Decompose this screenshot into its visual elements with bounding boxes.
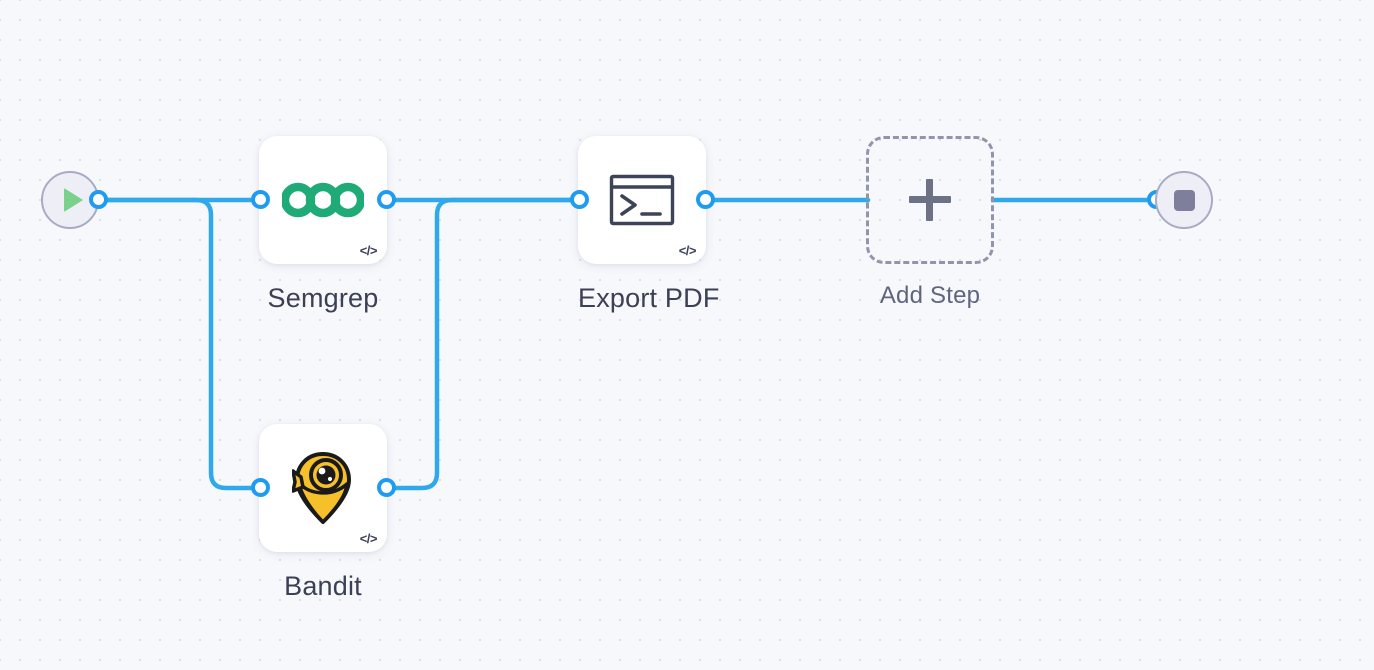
export-pdf-input-port[interactable] [570, 190, 589, 209]
export-pdf-output-port[interactable] [696, 190, 715, 209]
bandit-input-port[interactable] [251, 478, 270, 497]
code-badge-icon: </> [359, 243, 378, 258]
semgrep-input-port[interactable] [251, 190, 270, 209]
stop-icon [1173, 189, 1195, 211]
add-step-label: Add Step [879, 282, 981, 309]
node-label-export-pdf: Export PDF [578, 283, 720, 313]
end-node[interactable] [1155, 171, 1213, 229]
code-badge-icon: </> [678, 243, 697, 258]
code-badge-icon: </> [359, 531, 378, 546]
semgrep-logo-icon [282, 182, 364, 218]
play-icon [63, 188, 83, 212]
edge-start-to-bandit [96, 197, 264, 491]
terminal-icon [609, 174, 675, 226]
edge-bandit-to-exportpdf [384, 197, 583, 491]
node-label-semgrep: Semgrep [267, 283, 379, 313]
node-bandit[interactable]: </> [259, 424, 387, 552]
node-label-bandit: Bandit [284, 571, 362, 601]
start-node-output-port[interactable] [89, 190, 108, 209]
bandit-output-port[interactable] [377, 478, 396, 497]
node-semgrep[interactable]: </> [259, 136, 387, 264]
plus-icon [909, 179, 951, 221]
add-step-button[interactable] [866, 136, 994, 264]
node-export-pdf[interactable]: </> [578, 136, 706, 264]
semgrep-output-port[interactable] [377, 190, 396, 209]
bandit-logo-icon [292, 452, 351, 524]
